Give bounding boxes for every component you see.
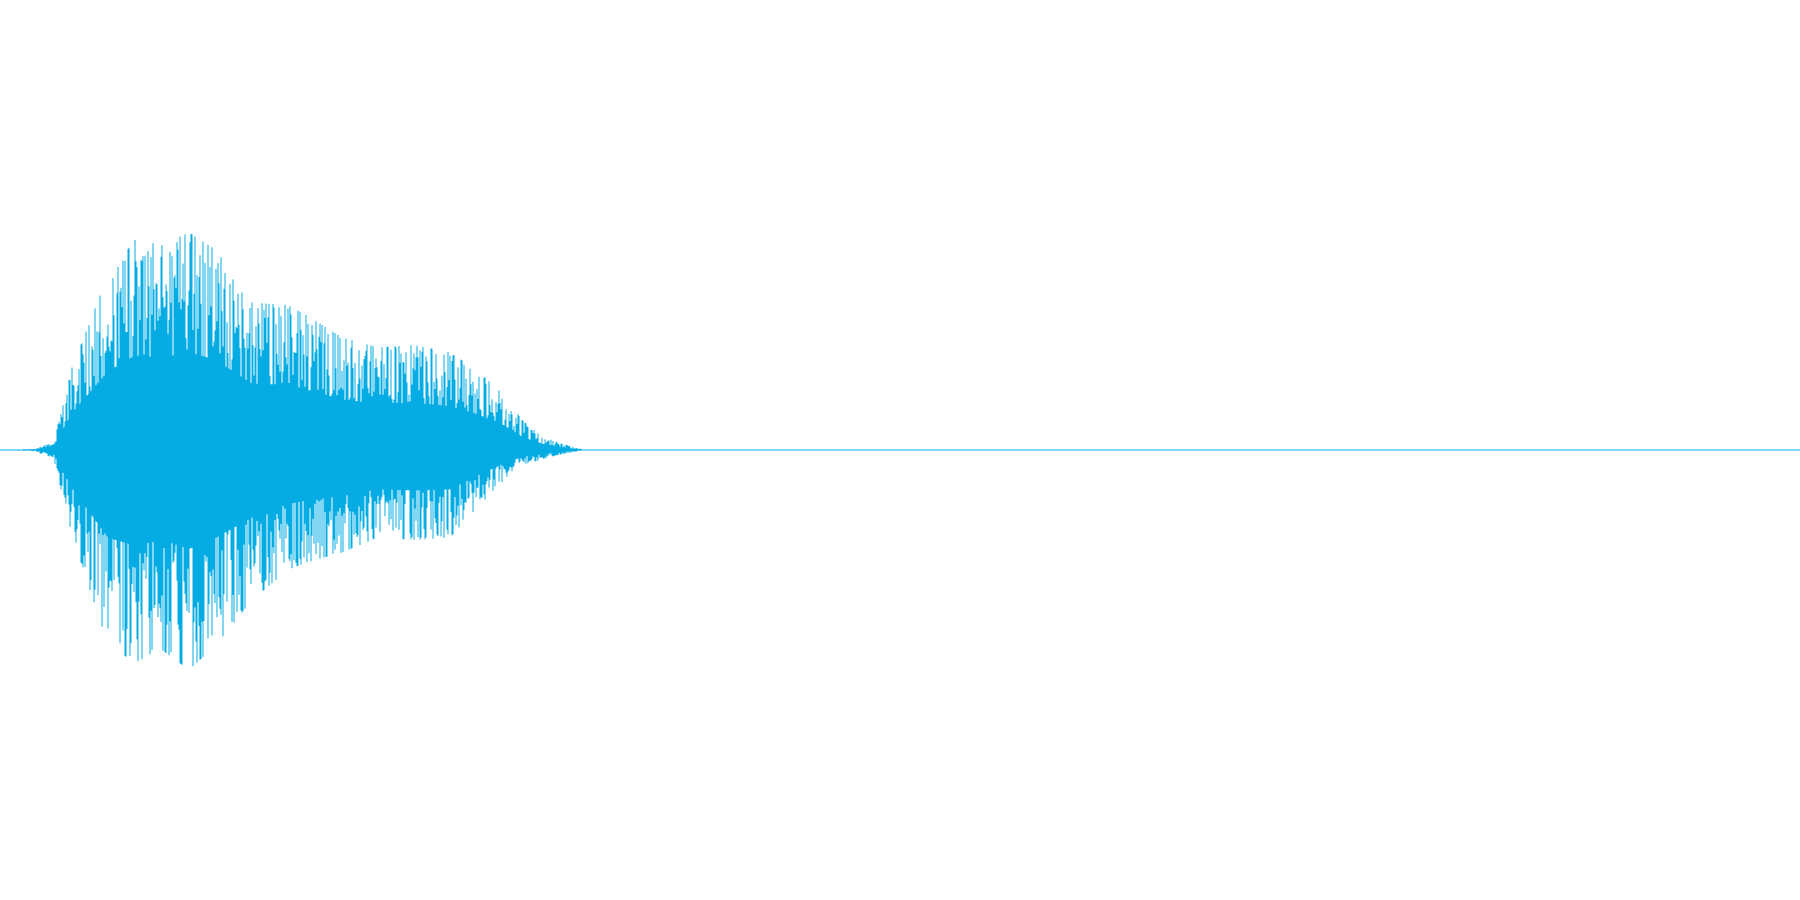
waveform-series <box>0 233 612 667</box>
waveform-core <box>0 352 612 549</box>
